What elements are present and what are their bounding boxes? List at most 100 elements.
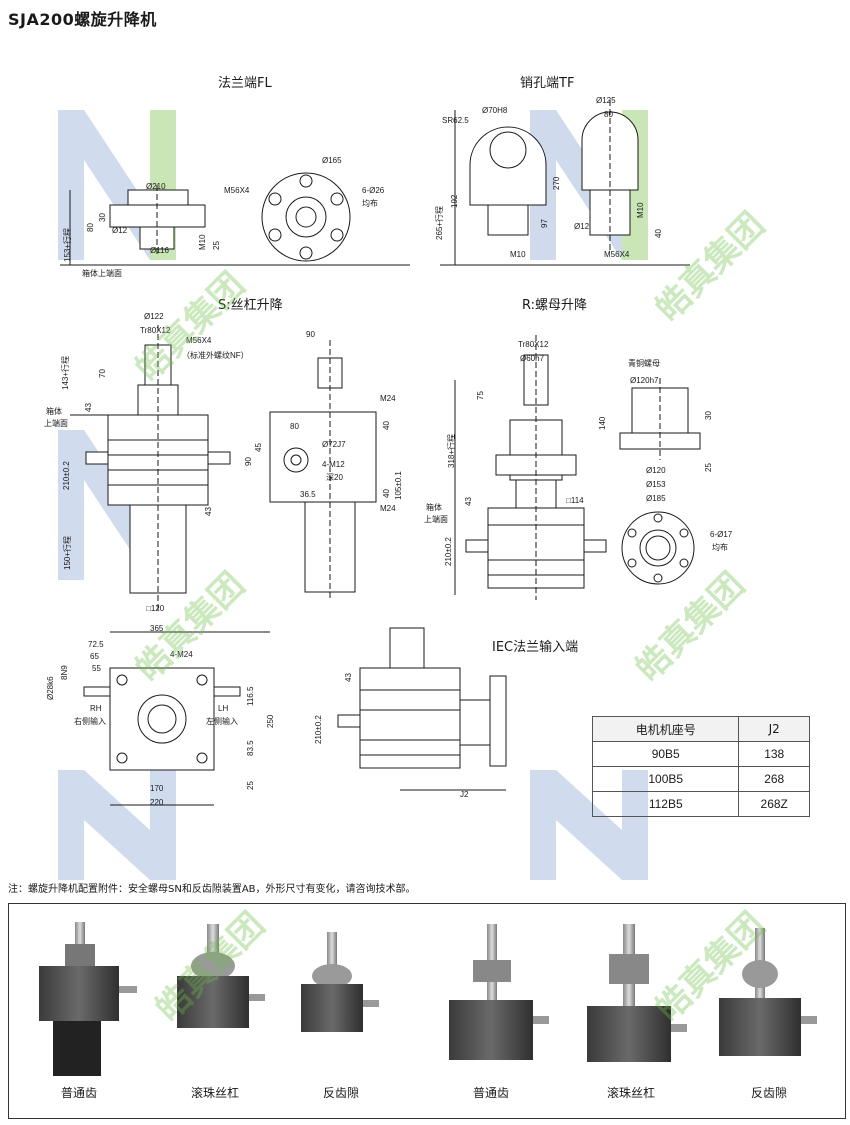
photo-backlash-1 [301, 932, 379, 1032]
s-h40: 40 [382, 421, 391, 430]
accessory-note: 注：螺旋升降机配置附件：安全螺母SN和反齿隙装置AB，外形尺寸有变化，请咨询技术… [8, 884, 416, 895]
table-cell: 138 [738, 741, 810, 767]
table-cell: 268 [738, 766, 810, 792]
photo-backlash-2 [719, 928, 817, 1056]
fl-d116: Ø116 [150, 246, 169, 255]
top-plan-view [83, 631, 270, 806]
top-d28: Ø28k6 [46, 676, 55, 700]
s-box1: 箱体 [46, 407, 62, 416]
s-d72: Ø72J7 [322, 440, 346, 449]
photo-label: 滚珠丝杠 [190, 1086, 239, 1100]
s-h45: 45 [254, 443, 263, 452]
iec-h210: 210±0.2 [314, 715, 323, 744]
top-rh: RH [90, 704, 102, 713]
product-photo-strip: 普通齿 滚珠丝杠 反齿隙 普通齿 滚珠丝杠 反齿隙 [8, 903, 846, 1119]
s-h70: 70 [98, 369, 107, 378]
s-h210: 210±0.2 [62, 461, 71, 490]
top-lh: LH [218, 704, 229, 713]
fl-d12: Ø12 [112, 226, 128, 235]
tf-h270: 270 [552, 176, 561, 190]
fl-h30: 30 [98, 213, 107, 222]
fl-d210: Ø210 [146, 182, 166, 191]
iec-j2: J2 [460, 790, 469, 799]
r-h318: 318+行程 [447, 433, 456, 468]
top-h1165: 116.5 [246, 686, 255, 706]
r-h140: 140 [598, 416, 607, 430]
top-m24: 4-M24 [170, 650, 193, 659]
s-front-view [70, 325, 231, 610]
r-d120h7: Ø120h7 [630, 376, 659, 385]
top-h25: 25 [246, 781, 255, 790]
s-m24: M24 [380, 394, 396, 403]
s-m12: 4-M12 [322, 460, 345, 469]
heading-iec-input: IEC法兰输入端 [492, 640, 579, 655]
photo-label: 滚珠丝杠 [606, 1086, 655, 1100]
heading-screw-lift: S:丝杠升降 [218, 298, 283, 313]
r-tr: Tr80X12 [518, 340, 549, 349]
tf-d70: Ø70H8 [482, 106, 508, 115]
r-sq114: □114 [566, 496, 584, 505]
s-deep: 深20 [326, 473, 343, 482]
r-front-view [454, 335, 607, 600]
heading-pin-end: 销孔端TF [520, 76, 575, 91]
table-row: 100B5 268 [591, 766, 810, 792]
fl-d165: Ø165 [322, 156, 342, 165]
fl-m56: M56X4 [224, 186, 250, 195]
top-w725: 72.5 [88, 640, 104, 649]
r-d120: Ø120 [646, 466, 666, 475]
s-h43: 43 [84, 403, 93, 412]
page-title: SJA200螺旋升降机 [8, 10, 157, 29]
r-box2: 上端面 [424, 515, 448, 524]
tf-h192: 192 [450, 194, 459, 208]
r-holes2: 均布 [712, 543, 728, 552]
fl-h25: 25 [212, 241, 221, 250]
s-d122: Ø122 [144, 312, 164, 321]
photo-ballscrew-2 [587, 924, 687, 1062]
top-w170: 170 [150, 784, 164, 793]
top-h250: 250 [266, 714, 275, 728]
s-h40b: 40 [382, 489, 391, 498]
top-w220: 220 [150, 798, 164, 807]
photo-standard-1 [39, 922, 137, 1076]
r-nut: 青铜螺母 [628, 359, 660, 368]
top-w55: 55 [92, 664, 101, 673]
s-box2: 上端面 [44, 419, 68, 428]
photo-label: 反齿隙 [322, 1086, 359, 1100]
s-sq120: □120 [146, 604, 165, 613]
s-h90: 90 [244, 457, 253, 466]
iec-view [337, 627, 507, 791]
table-cell: 268Z [738, 791, 810, 817]
s-tr: Tr80X12 [140, 326, 171, 335]
s-m24b: M24 [380, 504, 396, 513]
tf-side-view [581, 100, 639, 250]
top-h835: 83.5 [246, 740, 255, 756]
r-d153: Ø153 [646, 480, 666, 489]
photo-ballscrew-1 [177, 924, 265, 1028]
fl-h153: 153+行程 [63, 227, 72, 262]
s-h150: 150+行程 [63, 535, 72, 570]
r-bronze-nut-view [619, 378, 701, 585]
photo-label: 普通齿 [60, 1086, 97, 1100]
top-w365: 365 [150, 624, 164, 633]
tf-m10: M10 [510, 250, 526, 259]
r-h43: 43 [464, 497, 473, 506]
r-h25: 25 [704, 463, 713, 472]
s-h43b: 43 [204, 507, 213, 516]
s-m56: M56X4 [186, 336, 212, 345]
table-cell: 90B5 [591, 741, 740, 767]
top-k8: 8N9 [60, 665, 69, 680]
s-w365: 36.5 [300, 490, 316, 499]
table-cell: 112B5 [591, 791, 740, 817]
tf-d12: Ø12 [574, 222, 590, 231]
tf-front-view [440, 110, 690, 266]
table-header-j2: J2 [738, 716, 810, 742]
heading-nut-lift: R:螺母升降 [522, 298, 588, 313]
fl-side-view [60, 185, 410, 266]
table-row: 112B5 268Z [591, 791, 810, 817]
tf-h97: 97 [540, 219, 549, 228]
r-h75: 75 [476, 391, 485, 400]
tf-h265: 265+行程 [435, 205, 444, 240]
table-row: 90B5 138 [591, 741, 810, 767]
product-photos [39, 922, 817, 1076]
